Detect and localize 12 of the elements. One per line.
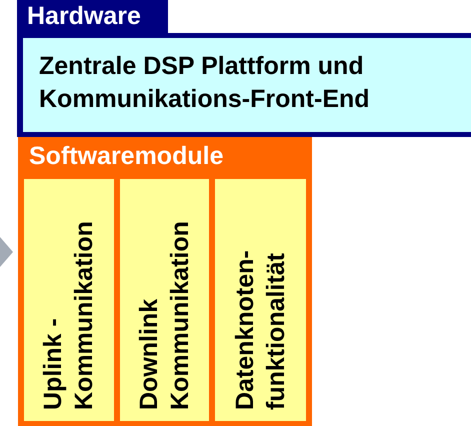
module-label: Datenknoten- funktionalität (230, 249, 290, 410)
module-box (120, 179, 209, 421)
module-label: Downlink Kommunikation (134, 220, 194, 410)
module-box (215, 179, 306, 421)
box-text: Zentrale DSP Plattform und Kommunikations-Front-End (39, 51, 371, 115)
panel-heading: Softwaremodule (29, 141, 224, 172)
platform-box (23, 38, 471, 132)
hardware-panel (17, 0, 471, 137)
software-panel (18, 137, 312, 426)
module-label: Uplink - Kommunikation (38, 220, 99, 410)
panel-heading: Hardware (27, 1, 141, 32)
module-box (24, 179, 114, 421)
